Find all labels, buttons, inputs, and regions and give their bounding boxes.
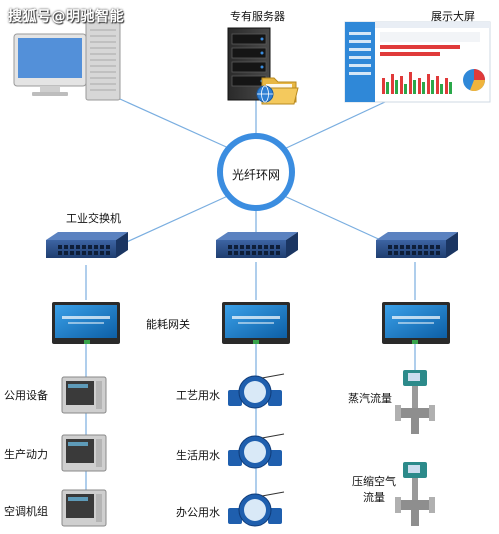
ac-unit-label: 空调机组 (4, 505, 48, 518)
fiber-ring (217, 133, 295, 211)
watermark-text: 搜狐号@明驰智能 (8, 9, 124, 25)
compressed-air-label-line2: 流量 (363, 491, 385, 504)
desktop-computer-icon (13, 19, 121, 101)
switch-label: 工业交换机 (66, 212, 121, 225)
panel-meter-3-icon (61, 489, 107, 527)
ring-label: 光纤环网 (231, 168, 280, 182)
dashboard-bars (382, 72, 452, 94)
public-equipment-label: 公用设备 (4, 389, 48, 402)
gateway-right-icon (382, 302, 450, 344)
link-display-ring (281, 94, 401, 151)
link-ring-switch-left (119, 194, 231, 246)
dashboard-screen-icon (344, 21, 491, 103)
gateway-label: 能耗网关 (146, 318, 190, 331)
compressed-air-flowmeter-icon (395, 462, 435, 526)
process-water-label: 工艺用水 (176, 389, 220, 402)
dashboard-pie (463, 69, 486, 92)
compressed-air-label-line1: 压缩空气 (352, 475, 396, 488)
switch-right-icon (376, 232, 458, 258)
water-meter-2-icon (228, 433, 285, 469)
steam-flowmeter-icon (395, 370, 435, 434)
gateway-left-icon (52, 302, 120, 344)
display-label: 展示大屏 (431, 10, 475, 23)
switch-left-icon (46, 232, 128, 258)
switch-center-icon (216, 232, 298, 258)
link-ring-switch-right (281, 194, 386, 243)
steam-flow-label: 蒸汽流量 (348, 392, 392, 405)
panel-meter-2-icon (61, 434, 107, 472)
production-power-label: 生产动力 (4, 448, 48, 461)
server-label: 专有服务器 (230, 10, 285, 23)
water-meter-1-icon (228, 373, 285, 409)
panel-meter-1-icon (61, 376, 107, 414)
compressed-air-label: 压缩空气 流量 (346, 474, 402, 506)
globe-icon (256, 85, 274, 103)
link-computer-ring (99, 89, 234, 151)
office-water-label: 办公用水 (176, 506, 220, 519)
water-meter-3-icon (228, 491, 285, 527)
gateway-center-icon (222, 302, 290, 344)
domestic-water-label: 生活用水 (176, 449, 220, 462)
